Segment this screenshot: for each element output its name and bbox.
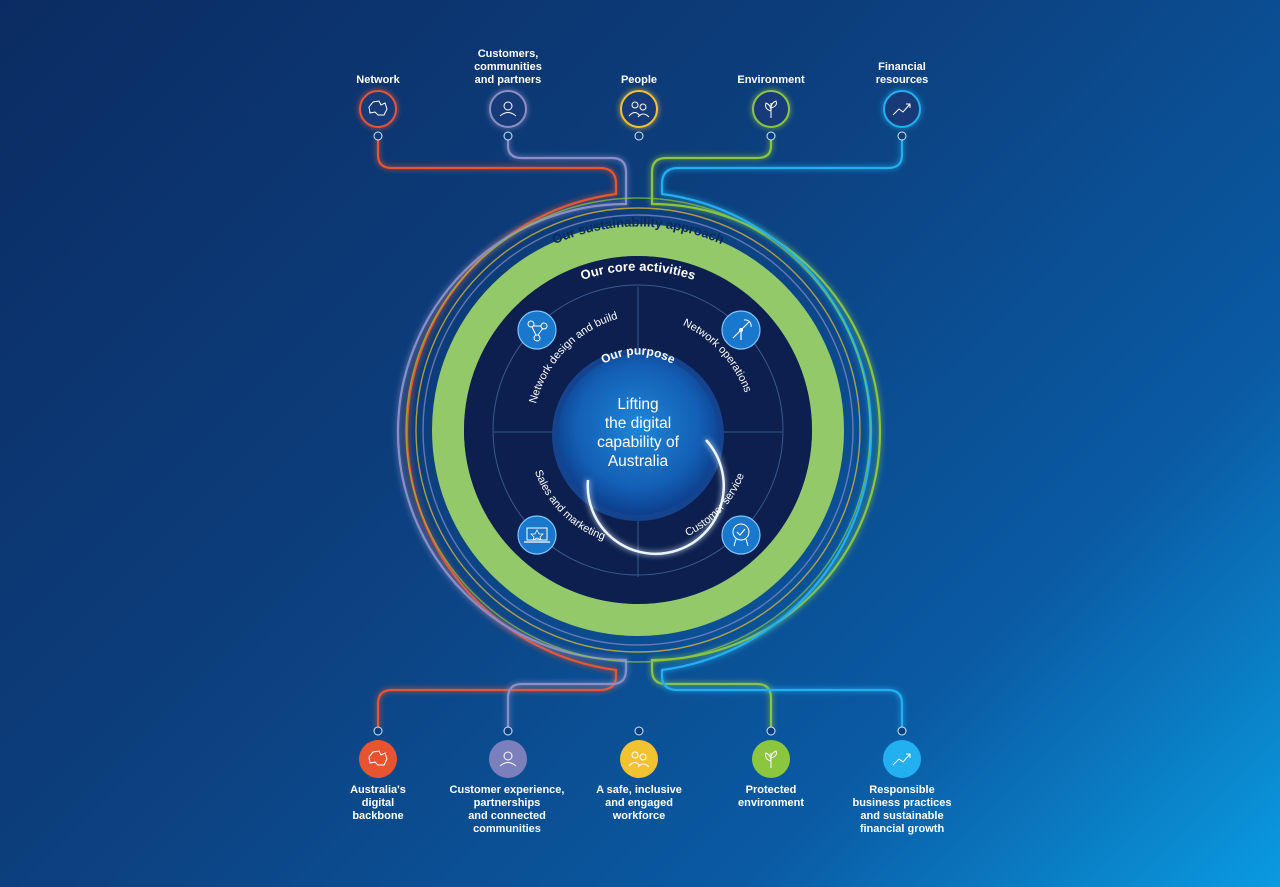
- purpose-glow-arc: [586, 439, 725, 556]
- outcome-label-digital-backbone: Australia's digital backbone: [350, 784, 406, 822]
- plant-leaf-icon: [752, 740, 790, 778]
- signal-antenna-icon: [721, 310, 761, 350]
- connector-node: [766, 726, 776, 736]
- connector-node: [897, 726, 907, 736]
- outcome-label-financial-growth: Responsible business practices and susta…: [852, 784, 952, 835]
- connector-node: [373, 726, 383, 736]
- connector-node: [766, 131, 776, 141]
- sustainability-ring: [432, 224, 844, 636]
- customer-handshake-icon: [489, 740, 527, 778]
- outcome-label-customer-experience: Customer experience, partnerships and co…: [449, 784, 565, 835]
- orbit-ring: [415, 207, 861, 653]
- people-group-icon: [620, 740, 658, 778]
- connector-line: [650, 136, 882, 730]
- capital-label-financial: Financial resources: [875, 61, 929, 86]
- service-badge-icon: [721, 515, 761, 555]
- connector-lines: [376, 136, 904, 730]
- connector-line: [660, 136, 904, 730]
- connector-node: [897, 131, 907, 141]
- laptop-star-icon: [517, 515, 557, 555]
- orbit-ring: [405, 197, 871, 663]
- connector-line: [376, 136, 618, 730]
- capital-label-people: People: [620, 74, 658, 86]
- people-group-icon: [620, 90, 658, 128]
- growth-chart-icon: [883, 740, 921, 778]
- plant-leaf-icon: [752, 90, 790, 128]
- purpose-statement: Lifting the digital capability of Austra…: [597, 396, 679, 470]
- bottom-outcome-icons: [359, 726, 921, 778]
- network-nodes-icon: [517, 310, 557, 350]
- connector-node: [373, 131, 383, 141]
- customer-handshake-icon: [489, 90, 527, 128]
- australia-map-icon: [359, 90, 397, 128]
- connector-node: [503, 131, 513, 141]
- australia-map-icon: [359, 740, 397, 778]
- growth-chart-icon: [883, 90, 921, 128]
- top-capital-icons: [359, 90, 921, 141]
- connector-line: [396, 136, 628, 730]
- connector-node: [503, 726, 513, 736]
- outcome-label-environment: Protected environment: [737, 784, 804, 809]
- orbit-ring: [422, 214, 854, 646]
- capital-label-customers: Customers, communities and partners: [474, 48, 542, 86]
- connector-node: [634, 131, 644, 141]
- capital-label-environment: Environment: [737, 74, 805, 86]
- outcome-label-workforce: A safe, inclusive and engaged workforce: [596, 784, 682, 822]
- capital-label-network: Network: [356, 74, 400, 86]
- connector-node: [634, 726, 644, 736]
- purpose-circle: [558, 355, 718, 515]
